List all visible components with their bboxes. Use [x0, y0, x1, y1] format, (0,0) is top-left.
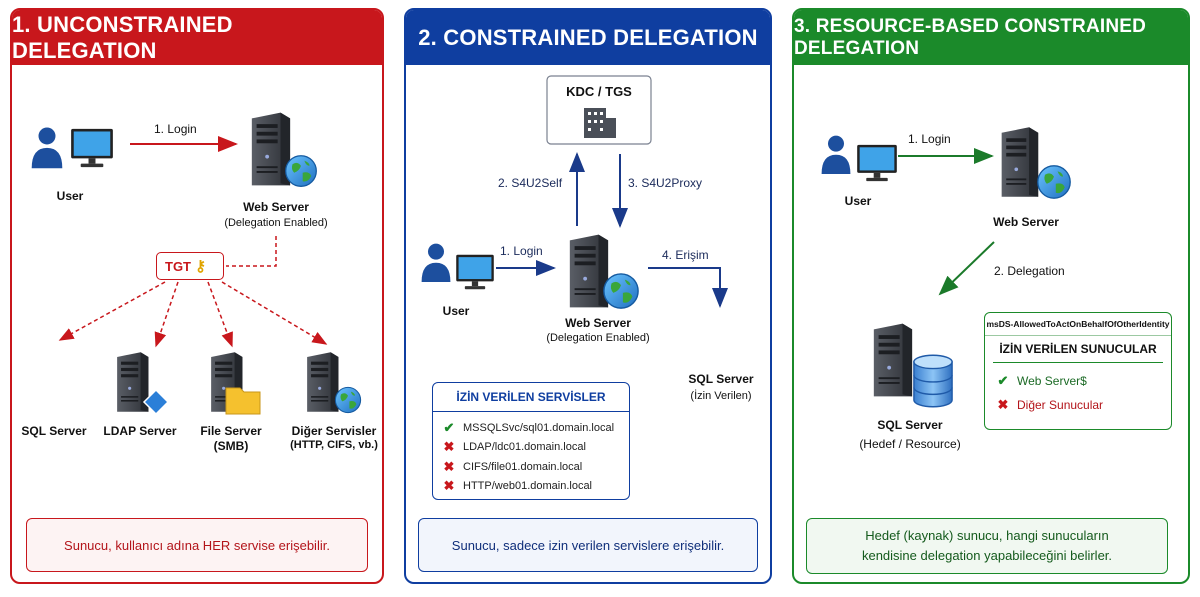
other-services-label: Diğer Servisler — [291, 424, 377, 438]
user-icon — [421, 243, 451, 282]
login-label: 1. Login — [154, 122, 197, 136]
panel-note: Hedef (kaynak) sunucu, hangi sunucuların… — [806, 518, 1168, 574]
tgt-arrow-sql — [58, 281, 166, 341]
globe-icon — [285, 155, 317, 187]
web-server-label: Web Server — [565, 316, 631, 330]
monitor-icon — [71, 128, 113, 168]
allowed-servers-title: İZİN VERİLEN SUNUCULAR — [993, 336, 1163, 363]
list-item: ✔MSSQLSvc/sql01.domain.local — [443, 419, 615, 435]
delegation-arrow — [938, 241, 995, 296]
attribute-name: msDS-AllowedToActOnBehalfOfOtherIdentity — [985, 313, 1171, 336]
cross-icon: ✖ — [443, 439, 455, 455]
web-server-icon — [251, 112, 291, 186]
panel-title: 1. UNCONSTRAINED DELEGATION — [12, 10, 382, 65]
file-server-sublabel: (SMB) — [213, 439, 249, 453]
access-label: 4. Erişim — [662, 248, 709, 262]
panel-unconstrained: 1. UNCONSTRAINED DELEGATION — [10, 8, 384, 584]
kdc-label: KDC / TGS — [566, 84, 632, 99]
allowed-services-list: ✔MSSQLSvc/sql01.domain.local ✖LDAP/ldc01… — [433, 412, 629, 496]
web-server-sublabel: (Delegation Enabled) — [546, 332, 650, 344]
allowed-services-box: İZİN VERİLEN SERVİSLER ✔MSSQLSvc/sql01.d… — [432, 382, 630, 500]
list-item: ✖LDAP/ldc01.domain.local — [443, 439, 586, 455]
web-server-sublabel: (Delegation Enabled) — [224, 217, 328, 229]
delegation-label: 2. Delegation — [994, 264, 1065, 278]
cross-icon: ✖ — [443, 478, 455, 494]
list-item: ✖Diğer Sunucular — [997, 397, 1104, 412]
sql-server-label: SQL Server — [877, 418, 943, 432]
panel-title: 3. RESOURCE-BASED CONSTRAINED DELEGATION — [794, 10, 1188, 65]
sql-server-icon — [873, 323, 913, 397]
ldap-server-label: LDAP Server — [103, 424, 177, 438]
allowed-servers-box: msDS-AllowedToActOnBehalfOfOtherIdentity… — [984, 312, 1172, 430]
sql-server-label: SQL Server — [688, 372, 754, 386]
database-icon — [913, 354, 953, 408]
panel-note: Sunucu, kullanıcı adına HER servise eriş… — [26, 518, 368, 572]
globe-icon — [334, 386, 362, 414]
building-icon — [584, 108, 616, 138]
cross-icon: ✖ — [443, 458, 455, 474]
web-server-label: Web Server — [243, 200, 309, 214]
allowed-services-title: İZİN VERİLEN SERVİSLER — [433, 383, 629, 412]
file-server-label: File Server — [200, 424, 262, 438]
panel-title: 2. CONSTRAINED DELEGATION — [406, 10, 770, 65]
network-icon — [142, 388, 170, 416]
tgt-label: TGT — [165, 258, 191, 274]
allowed-servers-list: ✔Web Server$ ✖Diğer Sunucular — [985, 363, 1171, 417]
user-icon — [821, 135, 851, 174]
note-line: Hedef (kaynak) sunucu, hangi sunucuların — [865, 528, 1109, 543]
cross-icon: ✖ — [997, 397, 1009, 412]
user-label: User — [844, 194, 872, 208]
tgt-connector — [226, 236, 277, 267]
tgt-arrow-file — [207, 281, 233, 348]
login-label: 1. Login — [500, 244, 543, 258]
globe-icon — [1037, 165, 1071, 199]
user-label: User — [442, 304, 470, 318]
login-label: 1. Login — [908, 132, 951, 146]
panel-resource-based: 3. RESOURCE-BASED CONSTRAINED DELEGATION — [792, 8, 1190, 584]
tgt-badge: TGT ⚷ — [156, 252, 224, 280]
list-item: ✖HTTP/web01.domain.local — [443, 478, 593, 494]
monitor-icon — [857, 144, 897, 182]
ldap-server-icon — [117, 352, 149, 412]
sql-server-sublabel: (Hedef / Resource) — [859, 437, 961, 451]
sql-server-label: SQL Server — [21, 424, 87, 438]
check-icon: ✔ — [443, 419, 455, 435]
web-server-icon — [1001, 127, 1039, 197]
other-services-sublabel: (HTTP, CIFS, vb.) — [290, 439, 378, 451]
s4u2proxy-label: 3. S4U2Proxy — [628, 176, 703, 190]
monitor-icon — [456, 254, 494, 290]
other-server-icon — [307, 352, 339, 412]
web-server-icon — [569, 234, 609, 308]
key-icon: ⚷ — [195, 258, 206, 275]
user-icon — [31, 127, 63, 169]
sql-server-sublabel: (İzin Verilen) — [690, 390, 752, 402]
note-line: kendisine delegation yapabileceğini beli… — [861, 548, 1113, 563]
folder-icon — [225, 387, 261, 415]
globe-icon — [603, 273, 639, 309]
panel-note: Sunucu, sadece izin verilen servislere e… — [418, 518, 758, 572]
tgt-arrow-other — [221, 281, 328, 345]
user-label: User — [56, 189, 84, 203]
list-item: ✖CIFS/file01.domain.local — [443, 458, 583, 474]
access-arrow — [648, 267, 728, 308]
tgt-arrow-ldap — [154, 281, 179, 348]
check-icon: ✔ — [997, 373, 1009, 388]
web-server-label: Web Server — [993, 215, 1059, 229]
list-item: ✔Web Server$ — [997, 373, 1087, 388]
s4u2self-label: 2. S4U2Self — [498, 176, 563, 190]
